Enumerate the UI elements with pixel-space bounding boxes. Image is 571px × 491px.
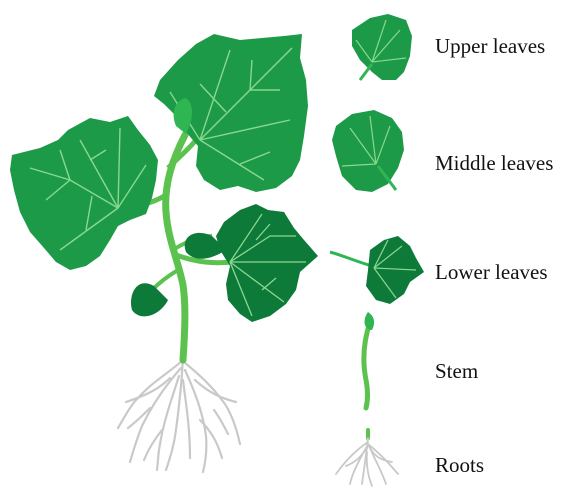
main-left-leaf [10, 116, 158, 270]
stem-sample [364, 312, 374, 408]
main-right-leaf [216, 204, 318, 322]
roots-sample [336, 430, 398, 486]
middle-leaf-sample [332, 110, 404, 192]
main-stem [166, 135, 185, 360]
label-roots: Roots [435, 455, 484, 476]
lower-leaf-sample [330, 236, 424, 304]
label-lower-leaves: Lower leaves [435, 262, 548, 283]
main-roots [118, 355, 240, 472]
main-small-leaf-2 [131, 283, 168, 316]
main-plant [10, 34, 318, 472]
label-stem: Stem [435, 361, 478, 382]
upper-leaf-sample [352, 14, 412, 80]
label-upper-leaves: Upper leaves [435, 36, 545, 57]
label-middle-leaves: Middle leaves [435, 153, 553, 174]
